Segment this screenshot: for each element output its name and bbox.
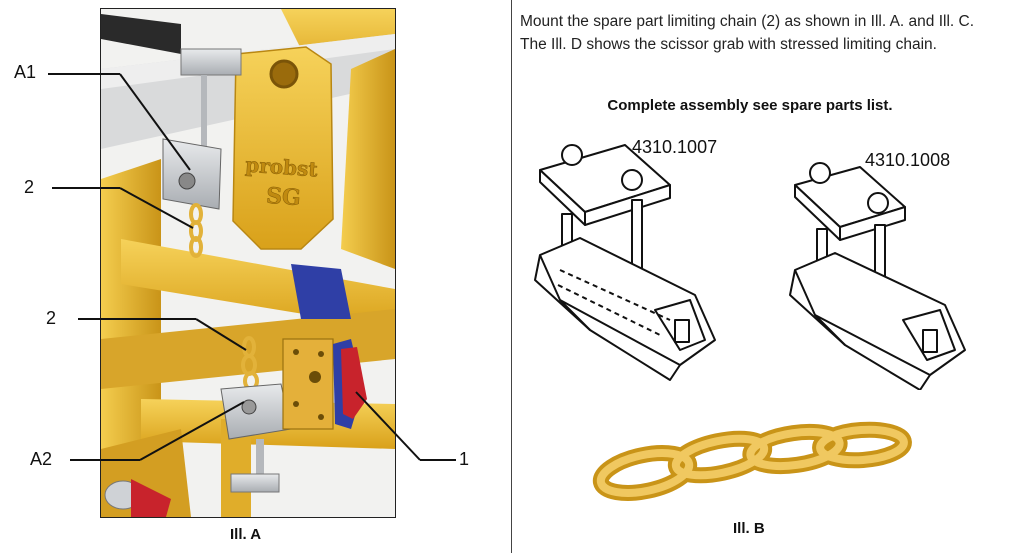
callout-lines bbox=[48, 73, 456, 461]
assembly-note: Complete assembly see spare parts list. bbox=[607, 97, 893, 114]
callout-chain-lower: 2 bbox=[46, 308, 57, 328]
column-divider bbox=[511, 0, 512, 553]
illustration-a-caption: Ill. A bbox=[230, 526, 262, 543]
part-number-right: 4310.1008 bbox=[865, 150, 951, 170]
callout-chain-upper: 2 bbox=[24, 177, 35, 197]
bracket-4310-1008-drawing bbox=[789, 162, 966, 390]
part-number-left: 4310.1007 bbox=[632, 137, 718, 157]
bracket-4310-1007-drawing bbox=[534, 144, 716, 381]
bracket-drawings bbox=[534, 144, 966, 390]
svg-text:probst: probst bbox=[245, 153, 320, 182]
illustration-b-caption: Ill. B bbox=[733, 520, 765, 537]
callout-part-1: 1 bbox=[459, 449, 470, 469]
callout-a1: A1 bbox=[14, 62, 37, 82]
scissor-grab-rendering: probst SG bbox=[101, 9, 395, 517]
svg-text:SG: SG bbox=[265, 183, 301, 211]
instruction-text: Mount the spare part limiting chain (2) … bbox=[520, 13, 975, 53]
callout-a2: A2 bbox=[30, 449, 53, 469]
limiting-chain-drawing bbox=[592, 421, 912, 501]
illustration-a-photo: probst SG bbox=[100, 8, 396, 518]
